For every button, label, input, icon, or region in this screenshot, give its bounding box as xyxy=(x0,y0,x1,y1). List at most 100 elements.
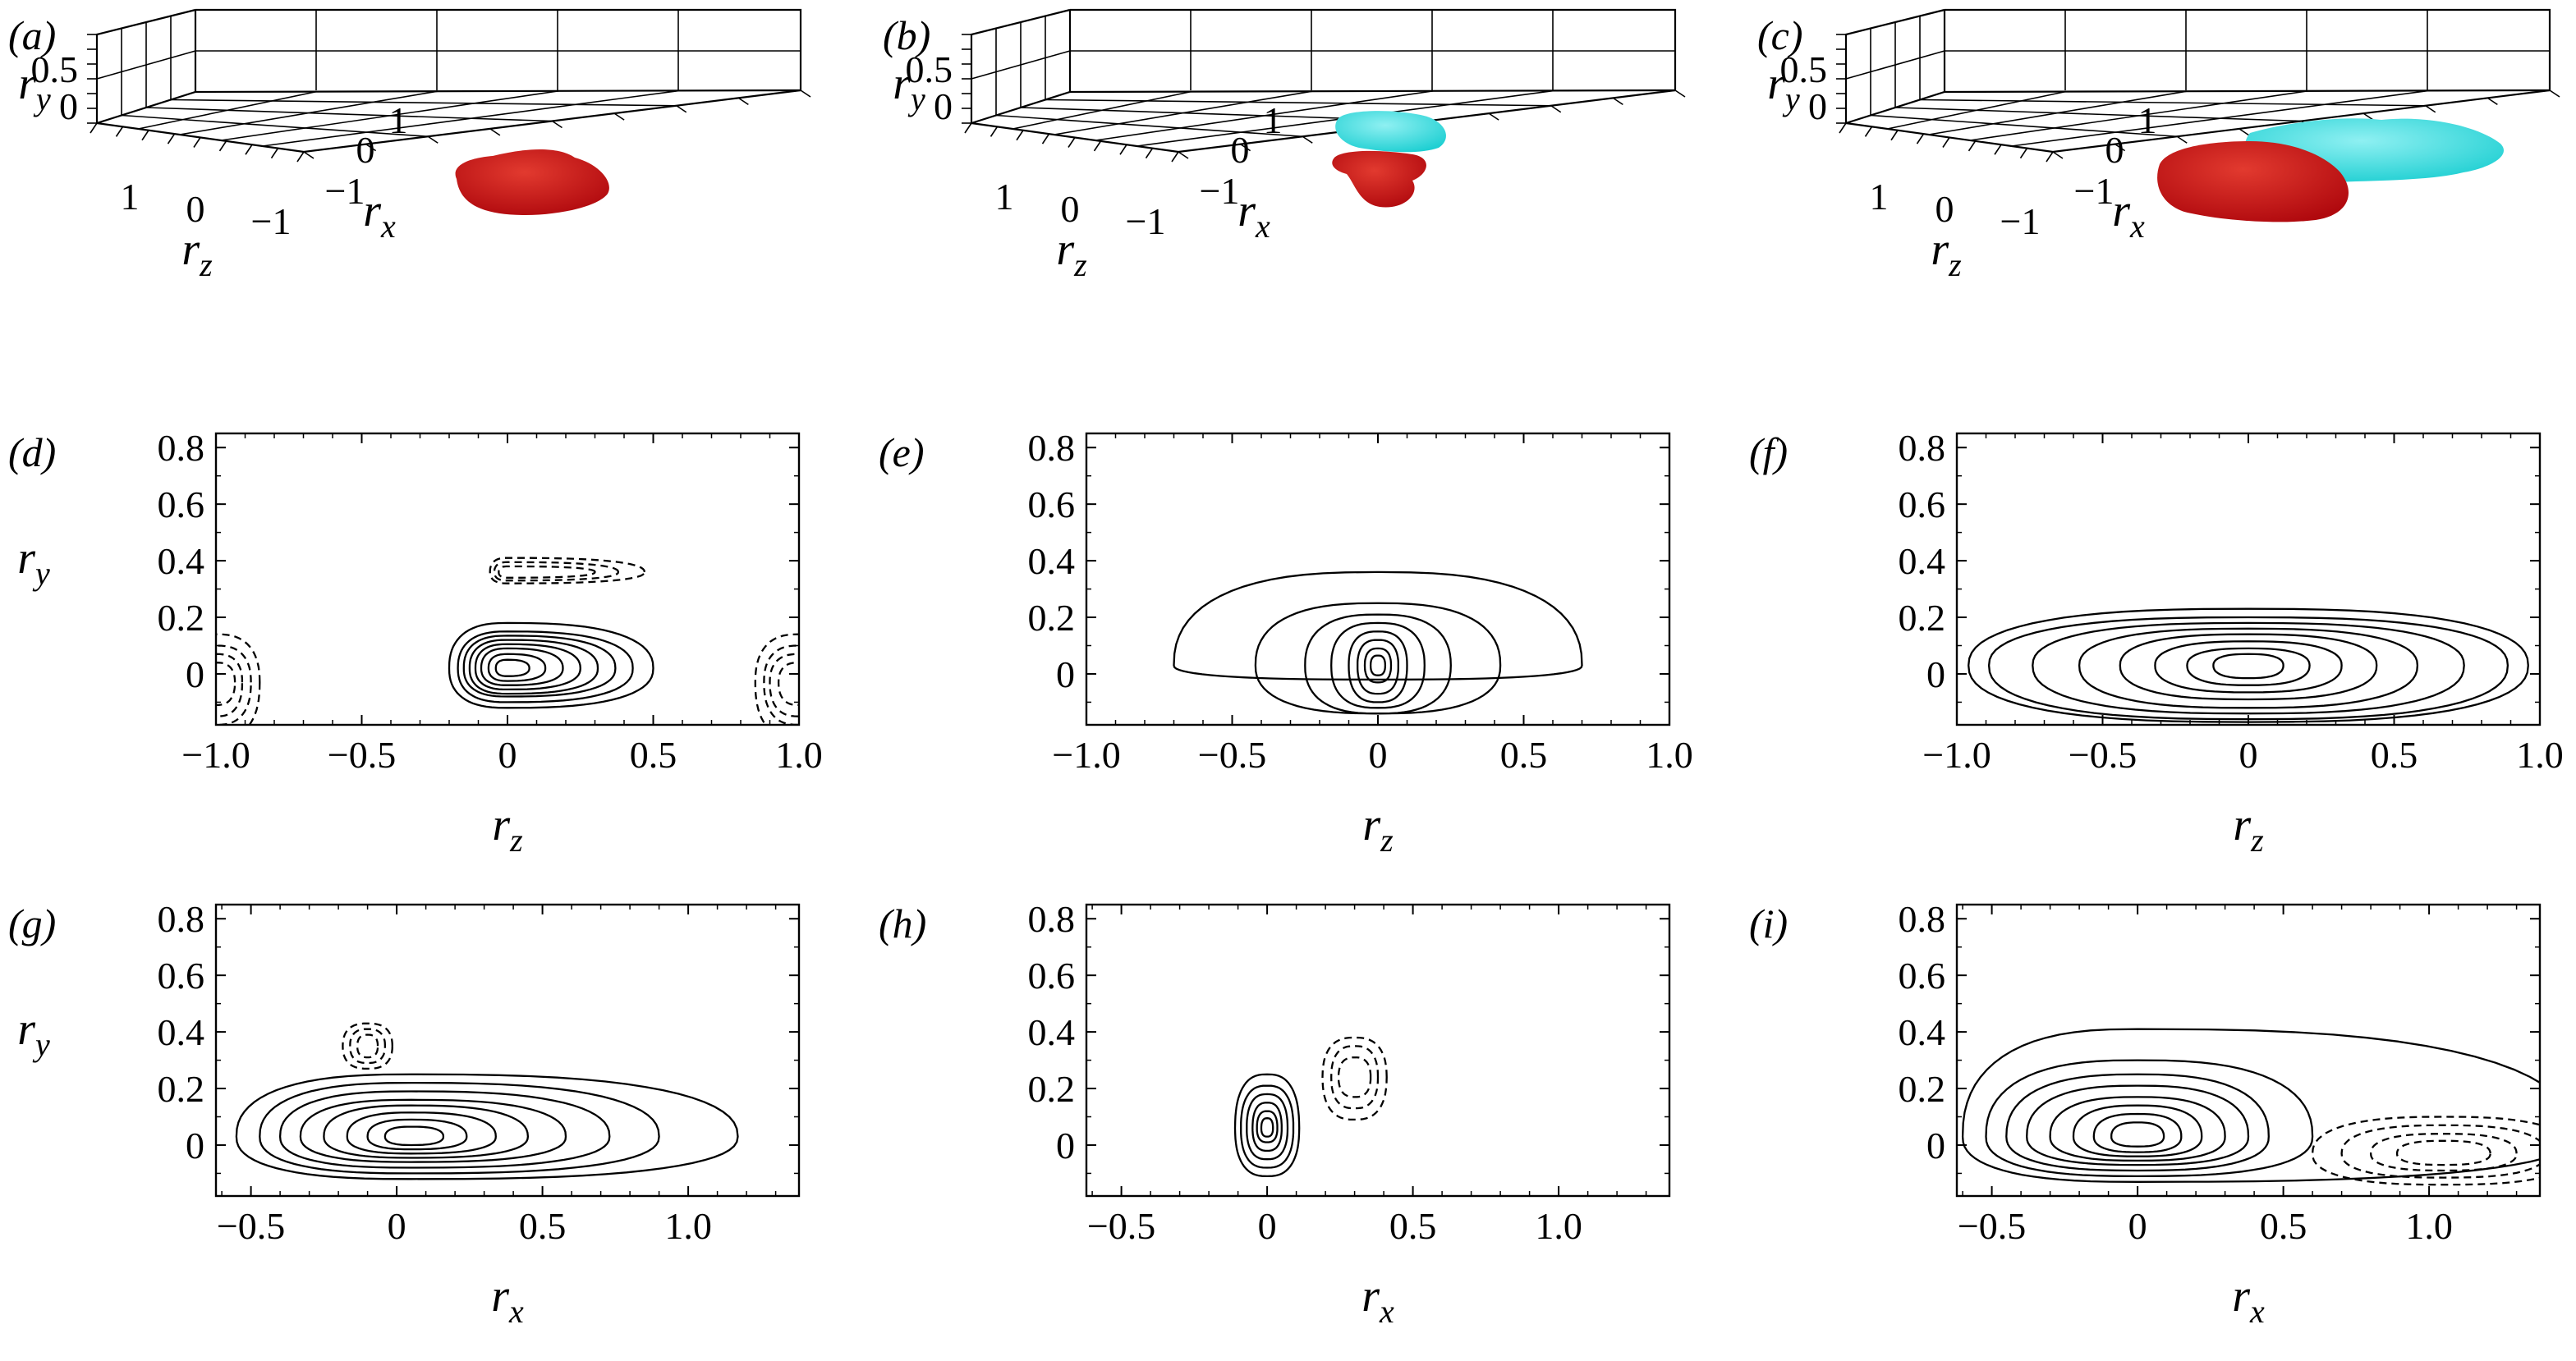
rz-axis-label: rz xyxy=(1931,224,1962,283)
y-axis-label: ry xyxy=(17,533,50,592)
x-tick-label: 1.0 xyxy=(1535,1205,1582,1247)
y-tick-label: 0.4 xyxy=(158,540,205,582)
dashed-contour xyxy=(216,653,244,717)
dashed-contour xyxy=(2395,1139,2491,1166)
rx-tick-label: 1 xyxy=(389,99,408,141)
plot-frame xyxy=(1955,432,2542,726)
x-tick-label: 0 xyxy=(498,734,517,776)
dashed-contour xyxy=(2340,1124,2540,1179)
tick-mark xyxy=(1178,151,1189,159)
solid-contour xyxy=(480,647,564,686)
tick-mark xyxy=(1890,130,1899,141)
solid-contour xyxy=(2212,653,2284,680)
solid-contour xyxy=(1357,639,1399,695)
rx-tick-label: −1 xyxy=(1200,170,1240,212)
solid-contour xyxy=(1369,654,1387,676)
y-tick-label: 0.2 xyxy=(1028,1068,1076,1110)
solid-contour xyxy=(1260,1117,1274,1138)
x-tick-label: 0 xyxy=(388,1205,406,1247)
tick-mark xyxy=(2486,97,2498,106)
rz-axis-label: rz xyxy=(1056,224,1087,283)
x-tick-label: −1.0 xyxy=(181,734,250,776)
tick-mark xyxy=(303,151,315,159)
y-tick-label: 0.4 xyxy=(1899,540,1946,582)
x-tick-label: −0.5 xyxy=(1198,734,1266,776)
x-axis-label: rz xyxy=(1362,800,1394,859)
tick-mark xyxy=(1916,133,1925,144)
box-floor-back xyxy=(96,89,801,125)
ry-axis-label: ry xyxy=(1767,58,1800,117)
x-tick-label: 0 xyxy=(2128,1205,2147,1247)
y-tick-label: 0 xyxy=(1926,653,1945,695)
y-tick-label: 0 xyxy=(1926,1125,1945,1166)
tick-mark xyxy=(2425,105,2436,113)
tick-mark xyxy=(270,148,279,159)
rz-tick-label: 0 xyxy=(1935,188,1954,230)
grid-line xyxy=(145,107,553,122)
dashed-contour xyxy=(498,565,596,579)
dashed-contour xyxy=(216,644,252,725)
y-tick-label: 0.2 xyxy=(158,597,205,639)
contour-lines xyxy=(1968,607,2529,723)
solid-contour xyxy=(1985,1059,2314,1178)
tick-mark xyxy=(2052,151,2064,159)
tick-mark xyxy=(1093,140,1102,152)
solid-contour xyxy=(462,635,617,698)
tick-mark xyxy=(2362,112,2374,121)
rz-tick-label: 1 xyxy=(995,176,1014,218)
solid-contour xyxy=(2026,1084,2250,1166)
y-tick-label: 0 xyxy=(1056,1125,1075,1166)
x-tick-label: 0.5 xyxy=(2371,734,2418,776)
x-tick-label: −1.0 xyxy=(1052,734,1120,776)
plot-frame xyxy=(1085,432,1671,726)
solid-contour xyxy=(494,658,530,677)
tick-mark xyxy=(218,140,227,152)
box-floor-back xyxy=(1845,89,2551,125)
solid-contour xyxy=(1246,1093,1289,1161)
tick-mark xyxy=(1674,89,1686,98)
tick-mark xyxy=(427,135,439,144)
tick-mark xyxy=(1864,126,1873,137)
ry-tick-label: 0 xyxy=(934,85,953,127)
y-tick-label: 0.6 xyxy=(1899,955,1946,997)
contour-lines xyxy=(1173,571,1583,715)
y-tick-label: 0.6 xyxy=(158,955,205,997)
x-axis-label: rz xyxy=(2233,800,2264,859)
rz-axis-label: rz xyxy=(181,224,213,283)
contour-lines xyxy=(216,557,799,725)
y-tick-label: 0 xyxy=(186,653,204,695)
solid-contour xyxy=(383,1125,445,1147)
tick-mark xyxy=(193,137,201,148)
y-tick-label: 0.6 xyxy=(1028,483,1076,525)
ry-tick-label: 0.5 xyxy=(1780,48,1828,90)
y-tick-label: 0.4 xyxy=(1899,1011,1946,1053)
x-tick-label: 0.5 xyxy=(1500,734,1548,776)
rx-tick-label: 0 xyxy=(356,129,375,171)
dashed-contour xyxy=(769,653,799,717)
dashed-contour xyxy=(1330,1045,1380,1110)
y-tick-label: 0.6 xyxy=(1028,955,1076,997)
dashed-contour xyxy=(342,1022,393,1070)
dashed-contour xyxy=(493,561,620,582)
tick-mark xyxy=(2019,148,2028,159)
ry-tick-label: 0 xyxy=(59,85,78,127)
rx-tick-label: 0 xyxy=(2105,129,2124,171)
tick-mark xyxy=(245,144,253,155)
x-tick-label: 1.0 xyxy=(2516,734,2564,776)
ry-axis-label: ry xyxy=(893,58,925,117)
solid-contour xyxy=(1240,1084,1295,1169)
x-axis-label: rx xyxy=(2232,1271,2265,1330)
solid-contour xyxy=(457,630,634,703)
panel-label: (g) xyxy=(8,900,56,946)
y-tick-label: 0.6 xyxy=(158,483,205,525)
red-isosurface xyxy=(1332,150,1426,208)
x-tick-label: 0.5 xyxy=(630,734,677,776)
x-tick-label: 0.5 xyxy=(519,1205,567,1247)
tick-mark xyxy=(1240,143,1251,152)
solid-contour xyxy=(1254,602,1502,715)
x-tick-label: 0 xyxy=(1258,1205,1277,1247)
rx-axis-label: rx xyxy=(363,186,396,245)
